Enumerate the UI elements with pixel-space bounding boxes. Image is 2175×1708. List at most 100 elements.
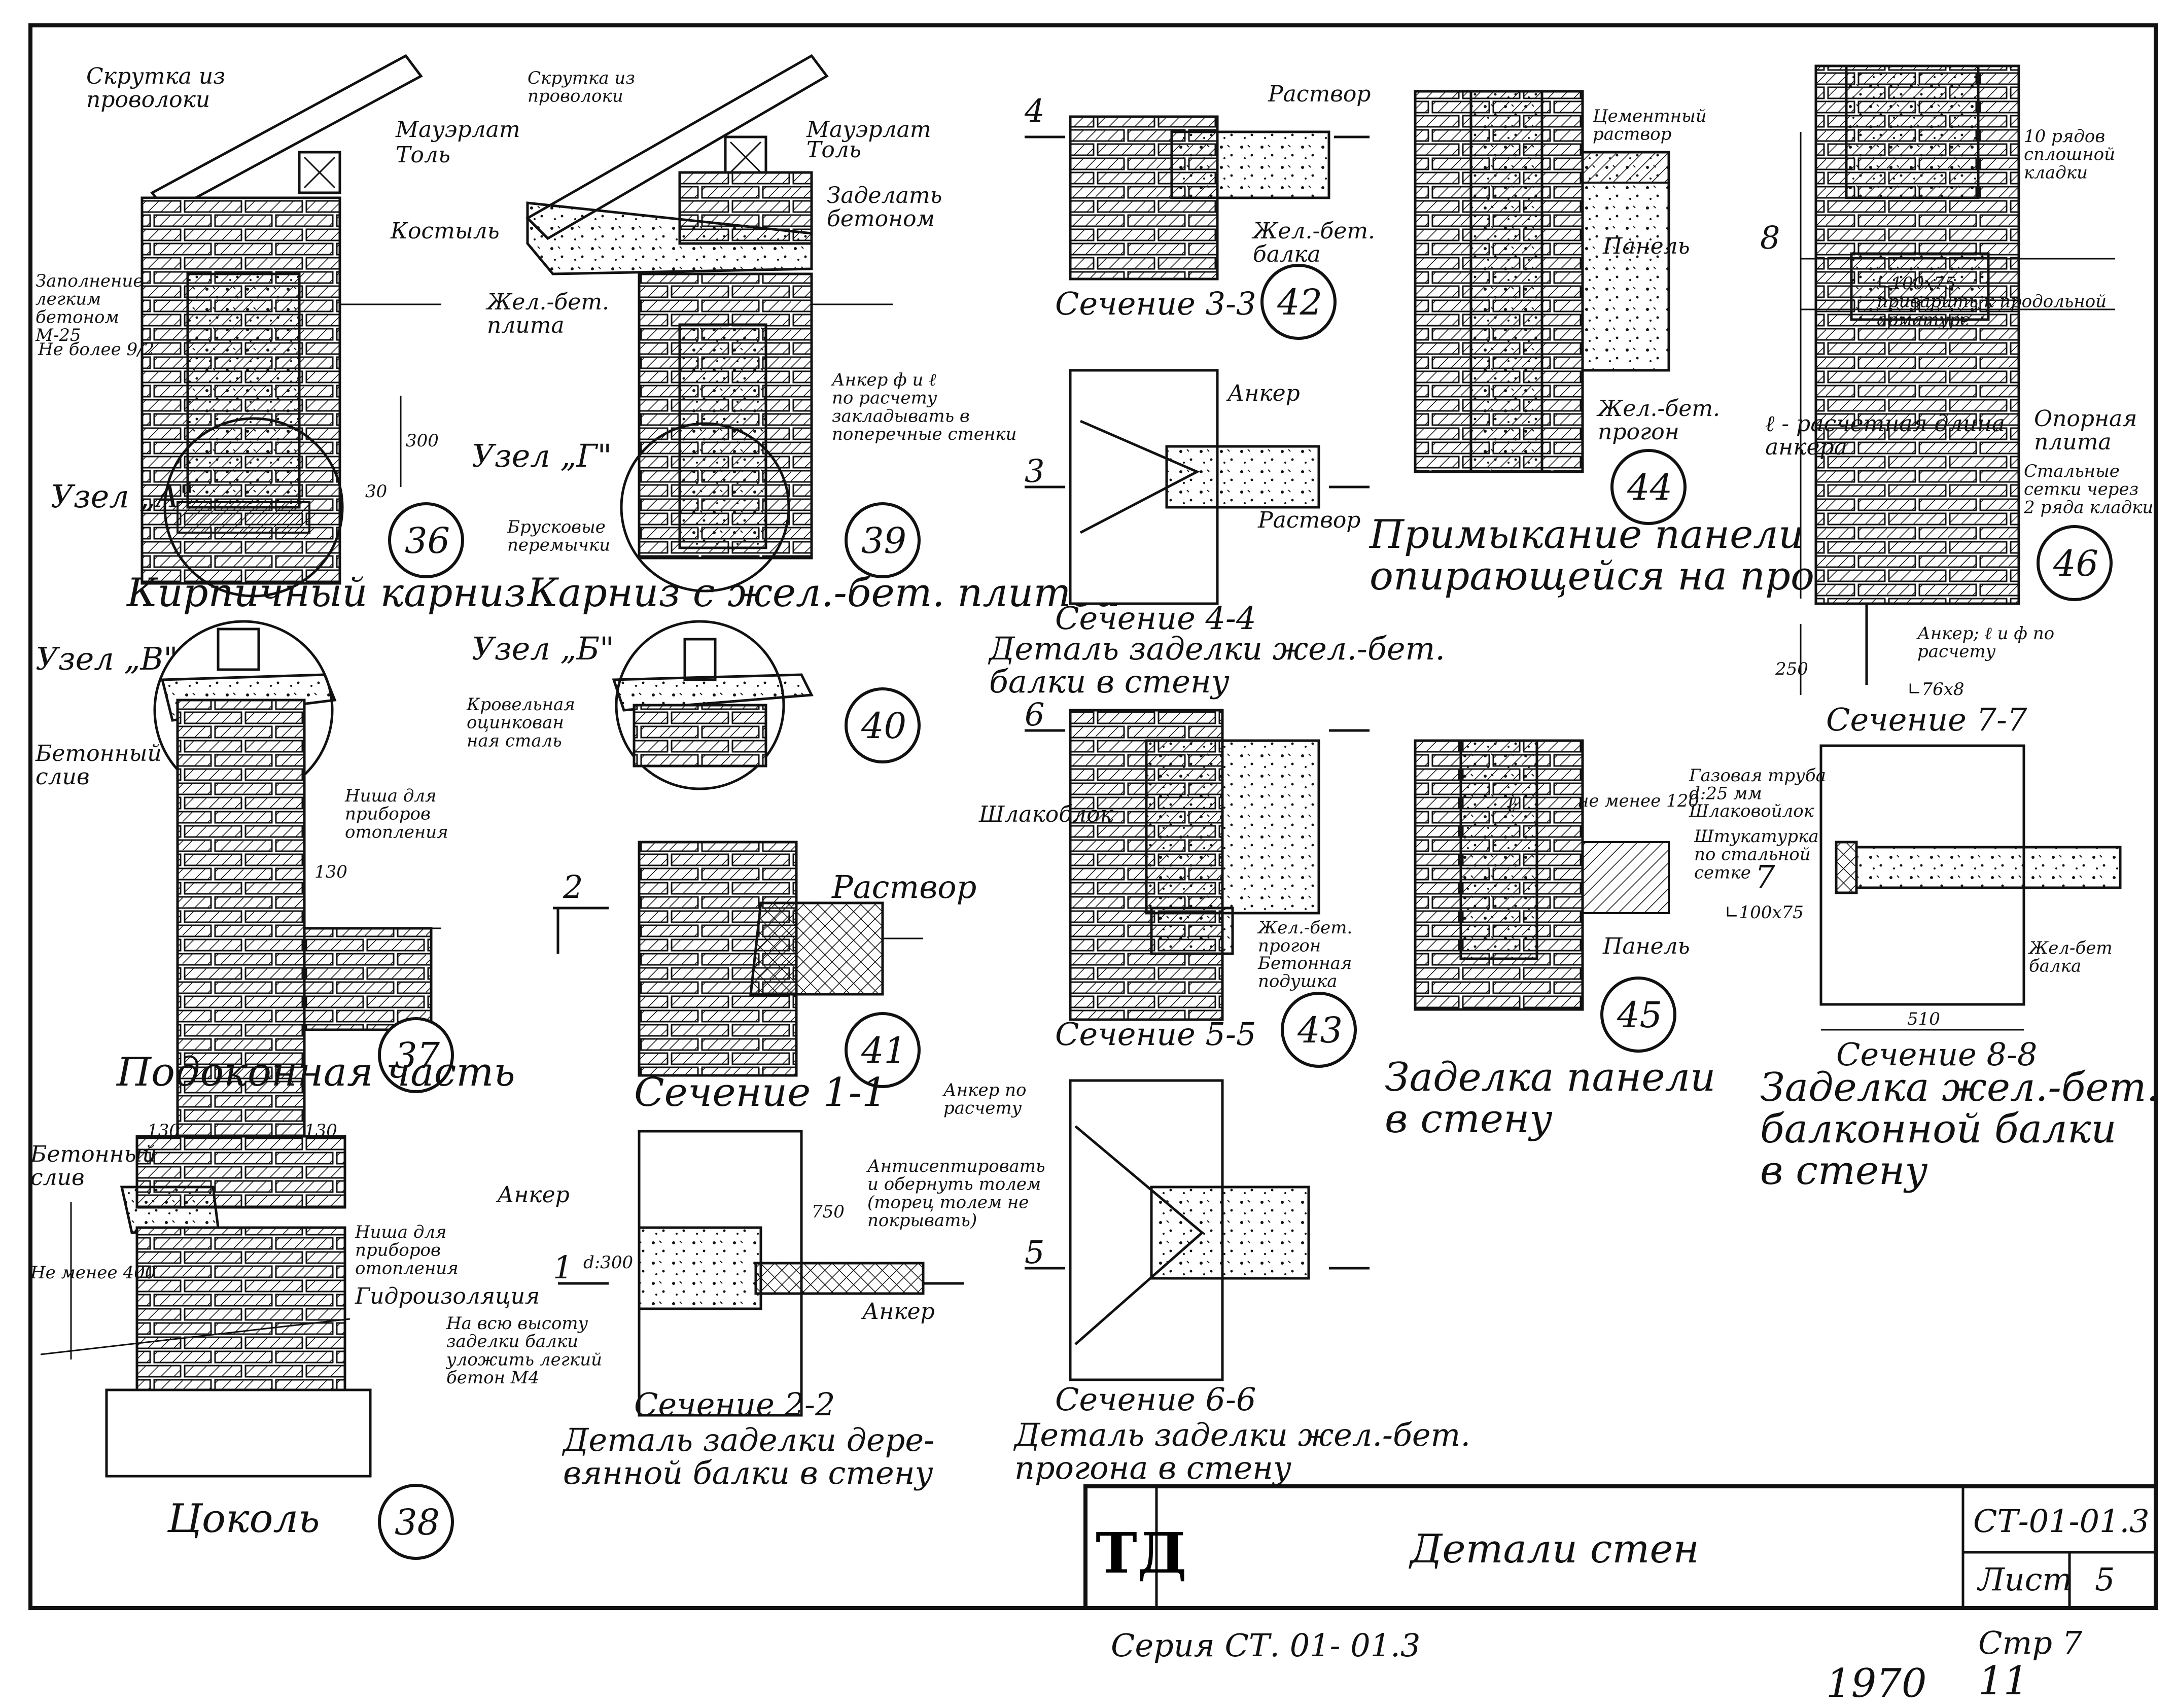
section-mark-7: 7 — [1755, 858, 1775, 895]
label-uzel-a: Узел „А" — [51, 478, 194, 515]
section-2-2 — [558, 1130, 964, 1417]
label-uzel-g: Узел „Г" — [472, 437, 612, 474]
dim-300: 300 — [406, 431, 439, 451]
label-zhb-plita: Жел.-бет.плита — [485, 289, 609, 338]
title-logo: ТД — [1096, 1520, 1187, 1586]
mauerlat-block — [298, 151, 341, 194]
label-mauerlat-1: Мауэрлат — [395, 117, 520, 143]
caption-sec2: Сечение 2-2 — [634, 1386, 835, 1423]
section-8-8 — [1819, 744, 2122, 1031]
detail-number-40: 40 — [861, 705, 906, 747]
section-mark-2: 2 — [563, 868, 583, 905]
footer-series: Серия СТ. 01- 01.3 — [1111, 1627, 1420, 1664]
caption-sec1: Сечение 1-1 — [634, 1070, 887, 1116]
footer-page-hand: 11 — [1978, 1658, 2028, 1704]
detail-46 — [1800, 64, 2115, 695]
section-mark-1: 1 — [553, 1249, 573, 1286]
detail-number-37: 37 — [395, 1035, 440, 1076]
detail-number-39-circle — [845, 502, 921, 578]
dim-30: 30 — [365, 481, 387, 502]
label-ne-bolee: Не более 9/2 — [38, 339, 154, 360]
node-a-circle — [163, 417, 344, 598]
label-l-45: ℓ — [1506, 791, 1516, 817]
detail-number-38-circle — [378, 1484, 454, 1560]
section-mark-6: 6 — [1025, 696, 1044, 733]
label-mauerlat-2: Мауэрлат — [806, 117, 931, 143]
detail-43 — [1025, 709, 1370, 1381]
detail-number-44: 44 — [1627, 467, 1672, 508]
detail-38-plinth — [40, 1135, 372, 1478]
label-rastvor-41: Раствор — [831, 868, 976, 905]
detail-number-38: 38 — [395, 1502, 440, 1543]
label-tol-1: Толь — [396, 142, 450, 168]
caption-det-derev: Деталь заделки дере-вянной балки в стену — [562, 1421, 934, 1491]
detail-number-45-circle — [1600, 977, 1676, 1053]
dim-750: 750 — [812, 1202, 845, 1222]
label-ne-menee-120: не менее 120 — [1577, 791, 1699, 811]
detail-number-46-circle — [2037, 525, 2113, 601]
footer-page: Стр 7 — [1978, 1624, 2083, 1661]
label-panel-44: Панель — [1602, 233, 1690, 259]
section-mark-5: 5 — [1025, 1234, 1044, 1271]
label-panel-45: Панель — [1602, 933, 1690, 959]
caption-sec8: Сечение 8-8 — [1836, 1036, 2037, 1073]
label-zhb-progon-55: Жел.-бет.прогон — [1256, 918, 1352, 956]
caption-det-zhb-balki: Деталь заделки жел.-бет.балки в стену — [988, 630, 1445, 700]
dim-d300: d:300 — [583, 1252, 633, 1273]
dim-250: 250 — [1775, 659, 1808, 679]
detail-36-brick-cornice — [141, 54, 441, 598]
caption-sec4: Сечение 4-4 — [1055, 600, 1256, 637]
drawing-title: Детали стен — [1409, 1526, 1699, 1572]
detail-37-sill — [153, 620, 441, 1209]
title-block — [1083, 1484, 2158, 1610]
dim-510: 510 — [1907, 1009, 1940, 1029]
detail-number-39: 39 — [861, 520, 906, 562]
detail-number-36: 36 — [405, 520, 450, 562]
detail-39-rc-cornice — [525, 54, 893, 592]
caption-sec3: Сечение 3-3 — [1055, 285, 1256, 322]
label-tol-2: Толь — [806, 137, 861, 163]
section-mark-4: 4 — [1024, 92, 1044, 129]
detail-45 — [1414, 739, 1670, 1011]
caption-karniz-zhb: Карниз с жел.-бет. плитой — [527, 570, 1120, 616]
detail-number-45: 45 — [1617, 994, 1662, 1036]
detail-number-41: 41 — [861, 1030, 906, 1071]
section-mark-8: 8 — [1760, 219, 1780, 256]
detail-number-44-circle — [1610, 449, 1687, 525]
label-anker-22b: Анкер — [861, 1299, 935, 1324]
detail-number-42-circle — [1260, 264, 1337, 340]
detail-number-42: 42 — [1277, 282, 1322, 323]
section-mark-3: 3 — [1025, 452, 1044, 490]
dim-130b: 130 — [147, 1121, 180, 1141]
detail-44 — [1414, 90, 1670, 473]
sheet-label: Лист — [1977, 1561, 2072, 1598]
label-ne-menee-400: Не менее 400 — [30, 1263, 156, 1283]
detail-number-43-circle — [1281, 992, 1357, 1068]
label-shlakovoylok: Шлаковойлок — [1689, 801, 1814, 821]
drawing-code: СТ-01-01.3 — [1973, 1503, 2150, 1540]
label-rastvor-44: Раствор — [1257, 507, 1360, 533]
label-zhb-progon-44: Жел.-бет.прогон — [1596, 396, 1720, 445]
label-uzel-b: Узел „Б" — [472, 630, 614, 667]
